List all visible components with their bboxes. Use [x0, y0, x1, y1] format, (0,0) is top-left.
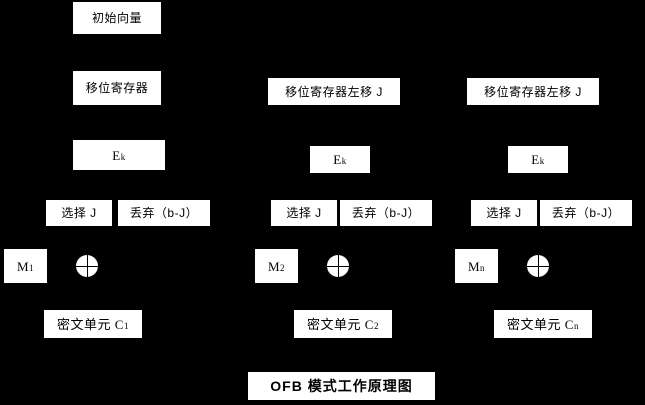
- ciphertext-subscript-1: 1: [123, 320, 129, 331]
- plaintext-label-3: M: [467, 258, 481, 274]
- ciphertext-subscript-2: 2: [373, 320, 379, 331]
- xor-symbol-3: [527, 255, 549, 277]
- discard-label-3: 丢弃（b-J）: [551, 206, 621, 220]
- plaintext-label-2: M: [267, 258, 281, 274]
- xor-vertical-line-3: [537, 255, 539, 277]
- diagram-title-label: OFB 模式工作原理图: [270, 378, 413, 394]
- select-label-3: 选择 J: [486, 206, 522, 220]
- plaintext-subscript-2: 2: [280, 262, 286, 273]
- encrypt-subscript-2: k: [341, 156, 347, 166]
- shift-register-label-1: 移位寄存器: [85, 81, 149, 95]
- initial-vector-label: 初始向量: [91, 11, 142, 25]
- ciphertext-subscript-3: n: [573, 320, 579, 331]
- encrypt-label-2: E: [333, 152, 342, 167]
- encrypt-subscript-3: k: [539, 156, 545, 166]
- plaintext-subscript-3: n: [480, 262, 486, 273]
- ciphertext-label-3: 密文单元 C: [507, 316, 574, 332]
- discard-box-3: 丢弃（b-J）: [540, 200, 632, 226]
- shift-register-box-1: 移位寄存器: [73, 71, 161, 105]
- shift-register-label-2: 移位寄存器左移 J: [285, 84, 383, 99]
- discard-box-1: 丢弃（b-J）: [118, 200, 210, 226]
- select-box-2: 选择 J: [271, 200, 337, 226]
- ciphertext-label-2: 密文单元 C: [307, 316, 374, 332]
- select-box-3: 选择 J: [471, 200, 537, 226]
- select-label-2: 选择 J: [286, 206, 322, 220]
- shift-register-label-3: 移位寄存器左移 J: [484, 84, 582, 99]
- encrypt-label-1: E: [112, 147, 121, 163]
- shift-register-box-3: 移位寄存器左移 J: [467, 78, 599, 105]
- xor-symbol-1: [76, 255, 98, 277]
- discard-label-2: 丢弃（b-J）: [351, 206, 421, 220]
- discard-box-2: 丢弃（b-J）: [340, 200, 432, 226]
- plaintext-label-1: M: [16, 258, 30, 274]
- encrypt-subscript-1: k: [120, 151, 126, 162]
- xor-vertical-line-2: [337, 255, 339, 277]
- initial-vector-box: 初始向量: [73, 2, 161, 34]
- xor-symbol-2: [327, 255, 349, 277]
- ciphertext-label-1: 密文单元 C: [57, 316, 124, 332]
- plaintext-subscript-1: 1: [29, 262, 35, 273]
- encrypt-label-3: E: [531, 152, 540, 167]
- select-box-1: 选择 J: [46, 200, 112, 226]
- xor-vertical-line-1: [86, 255, 88, 277]
- diagram-title: OFB 模式工作原理图: [248, 372, 435, 400]
- shift-register-box-2: 移位寄存器左移 J: [268, 78, 400, 105]
- select-label-1: 选择 J: [61, 206, 97, 220]
- discard-label-1: 丢弃（b-J）: [129, 206, 199, 220]
